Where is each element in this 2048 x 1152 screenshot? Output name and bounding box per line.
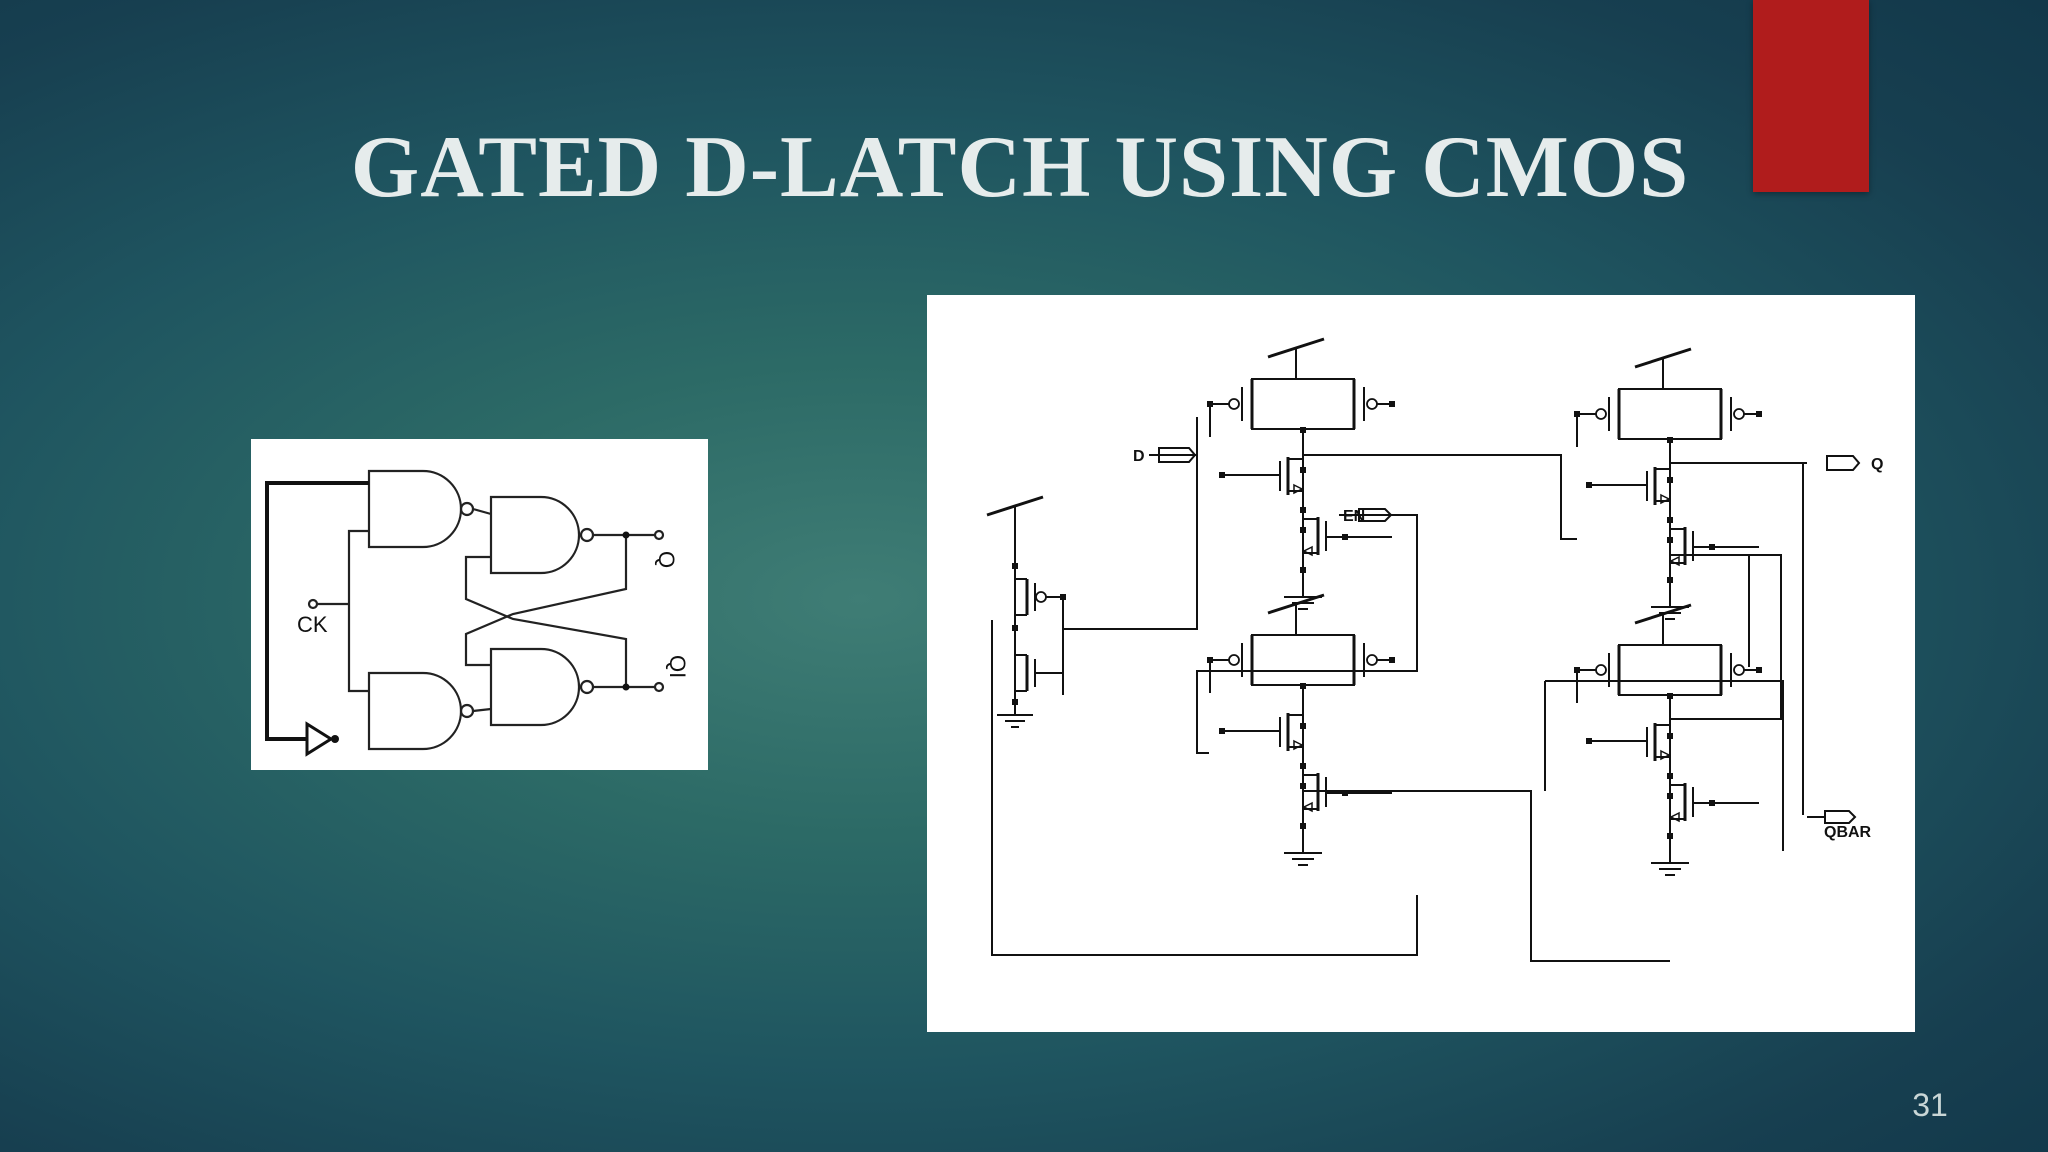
cmos-stage-bottom-left [1205,593,1397,867]
nand-gate-bottom-left [367,671,463,751]
label-en-input: EN [1343,508,1365,525]
accent-bar [1753,0,1869,192]
cmos-stage-bottom-right [1572,603,1764,877]
nand-gate-top-left [367,469,463,549]
nand-gate-bottom-right [489,647,581,727]
label-ck: CK [297,612,328,637]
label-d-input: D [1133,448,1145,465]
cmos-schematic: D EN Q QBAR [927,295,1915,1032]
cmos-stage-top-left [1205,337,1397,611]
page-number: 31 [1912,1087,1948,1123]
slide-title: GATED D-LATCH USING CMOS [350,119,1690,216]
nand-latch-diagram: CK Q QI [251,439,708,770]
label-q-output: Q [1871,456,1883,473]
nand-gate-top-right [489,495,581,575]
label-qbar-output: QBAR [1824,824,1872,841]
label-q-bar: QI [665,655,690,678]
inverter-symbol [305,721,334,757]
label-q: Q [654,551,679,568]
input-inverter [985,495,1068,729]
cmos-stage-top-right [1572,347,1764,621]
